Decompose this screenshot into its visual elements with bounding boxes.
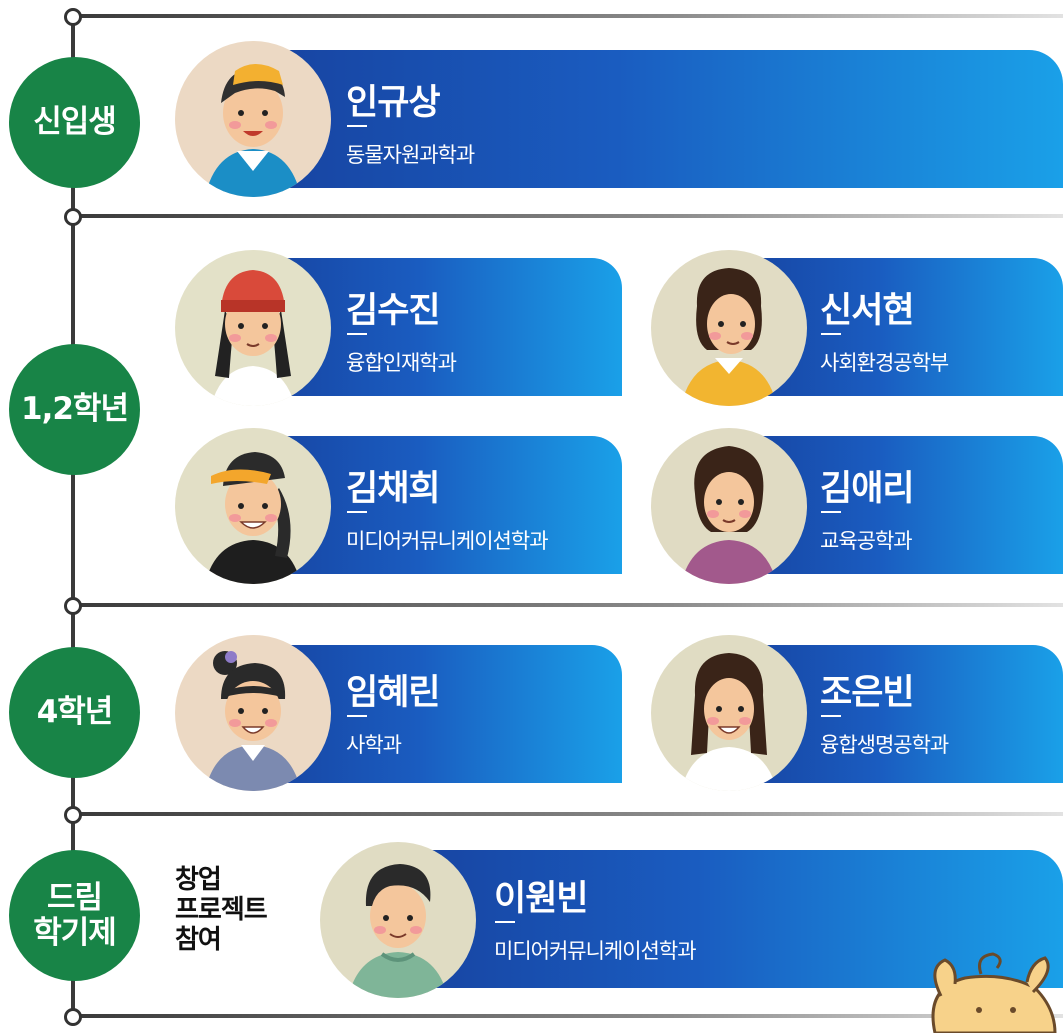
person-name: 김수진 bbox=[346, 291, 441, 331]
timeline-node bbox=[64, 8, 82, 26]
person-department: 사학과 bbox=[346, 733, 402, 757]
timeline-divider bbox=[75, 1014, 1063, 1018]
profile-card bbox=[252, 50, 1063, 188]
person-department: 동물자원과학과 bbox=[346, 143, 475, 167]
name-divider bbox=[821, 333, 841, 335]
name-divider bbox=[347, 125, 367, 127]
grade-label: 드림 학기제 bbox=[33, 879, 117, 951]
grade-badge-freshman: 신입생 bbox=[9, 57, 140, 188]
name-divider bbox=[821, 715, 841, 717]
avatar bbox=[175, 428, 331, 584]
person-name: 인규상 bbox=[346, 83, 441, 123]
avatar bbox=[651, 250, 807, 406]
timeline-vertical-line bbox=[71, 14, 75, 1022]
grade-label: 신입생 bbox=[33, 104, 117, 141]
person-name: 조은빈 bbox=[820, 673, 915, 713]
timeline-node bbox=[64, 1008, 82, 1026]
timeline-divider bbox=[75, 214, 1063, 218]
name-divider bbox=[821, 511, 841, 513]
person-department: 미디어커뮤니케이션학과 bbox=[346, 529, 549, 553]
timeline-node bbox=[64, 597, 82, 615]
avatar bbox=[651, 635, 807, 791]
timeline-divider bbox=[75, 14, 1063, 18]
person-department: 교육공학과 bbox=[820, 529, 913, 553]
person-name: 김애리 bbox=[820, 469, 915, 509]
person-department: 융합인재학과 bbox=[346, 351, 457, 375]
grade-label: 4학년 bbox=[36, 694, 114, 731]
timeline-divider bbox=[75, 812, 1063, 816]
project-note: 창업 프로젝트 참여 bbox=[175, 865, 268, 955]
name-divider bbox=[495, 921, 515, 923]
name-divider bbox=[347, 511, 367, 513]
name-divider bbox=[347, 333, 367, 335]
timeline-node bbox=[64, 806, 82, 824]
avatar bbox=[175, 635, 331, 791]
avatar bbox=[175, 41, 331, 197]
grade-badge-dream: 드림 학기제 bbox=[9, 850, 140, 981]
timeline-node bbox=[64, 208, 82, 226]
grade-badge-1-2: 1,2학년 bbox=[9, 344, 140, 475]
person-name: 김채희 bbox=[346, 469, 441, 509]
mascot-illustration bbox=[905, 948, 1063, 1033]
grade-label: 1,2학년 bbox=[21, 391, 129, 428]
person-name: 이원빈 bbox=[494, 879, 589, 919]
timeline-divider bbox=[75, 603, 1063, 607]
person-department: 미디어커뮤니케이션학과 bbox=[494, 939, 697, 963]
avatar bbox=[175, 250, 331, 406]
person-name: 임혜린 bbox=[346, 673, 441, 713]
name-divider bbox=[347, 715, 367, 717]
person-name: 신서현 bbox=[820, 291, 915, 331]
avatar bbox=[651, 428, 807, 584]
grade-badge-4: 4학년 bbox=[9, 647, 140, 778]
person-department: 사회환경공학부 bbox=[820, 351, 949, 375]
avatar bbox=[320, 842, 476, 998]
person-department: 융합생명공학과 bbox=[820, 733, 949, 757]
